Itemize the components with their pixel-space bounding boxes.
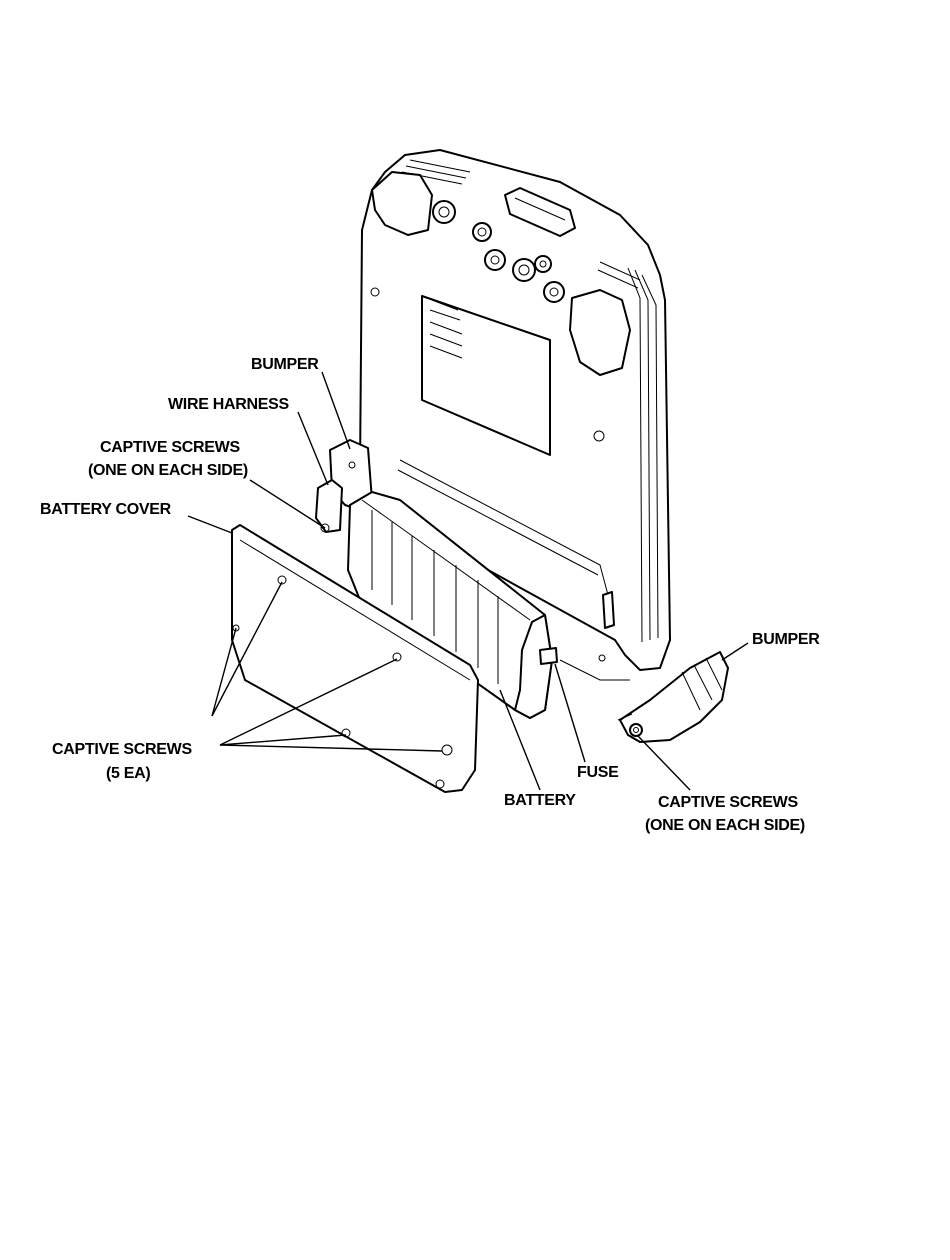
fuse-label: FUSE bbox=[577, 764, 619, 781]
captive-screws-top-sublabel: (ONE ON EACH SIDE) bbox=[88, 462, 248, 479]
battery-cover-label: BATTERY COVER bbox=[40, 501, 172, 518]
captive-screws-left-label: CAPTIVE SCREWS bbox=[52, 741, 192, 758]
captive-screws-left-sublabel: (5 EA) bbox=[106, 765, 150, 782]
bumper-top-label: BUMPER bbox=[251, 356, 319, 373]
bumper-right-label: BUMPER bbox=[752, 631, 820, 648]
captive-screws-right-sublabel: (ONE ON EACH SIDE) bbox=[645, 817, 805, 834]
wire-harness-label: WIRE HARNESS bbox=[168, 396, 289, 413]
battery-label: BATTERY bbox=[504, 792, 576, 809]
captive-screws-top-label: CAPTIVE SCREWS bbox=[100, 439, 240, 456]
captive-screws-right-label: CAPTIVE SCREWS bbox=[658, 794, 798, 811]
